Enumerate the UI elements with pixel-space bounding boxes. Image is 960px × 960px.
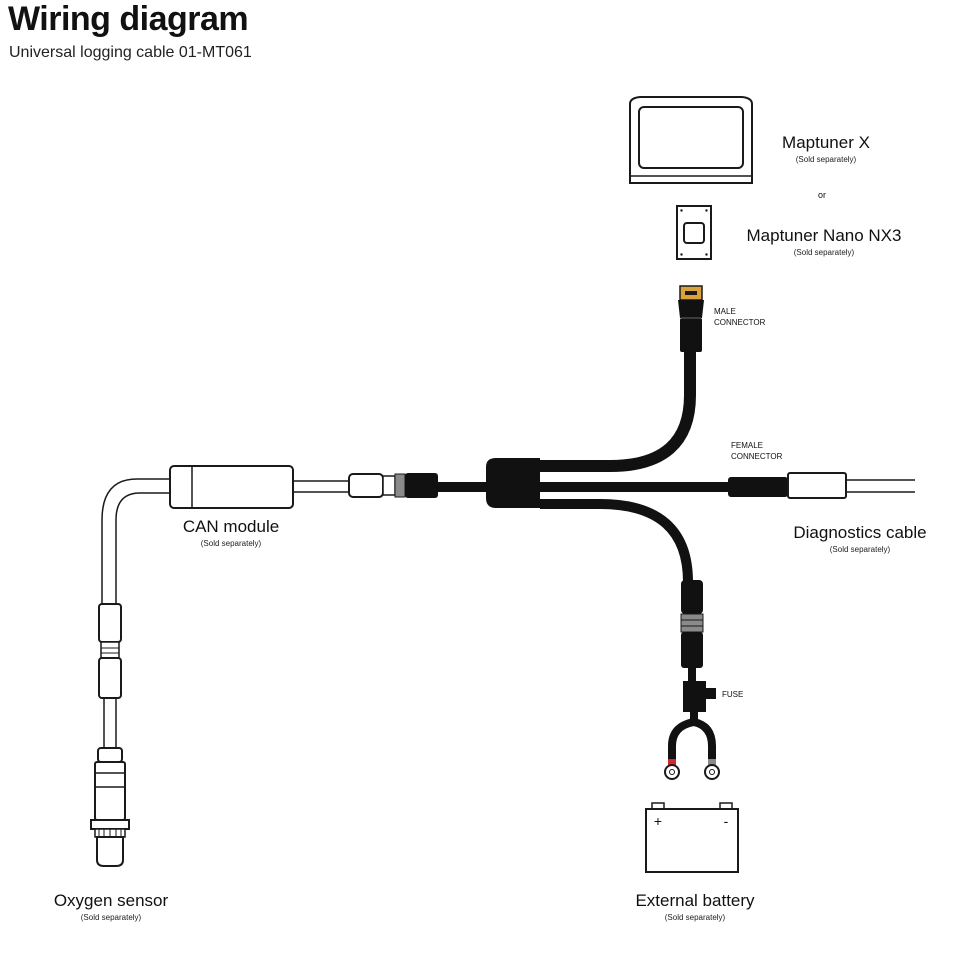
maptuner-nano-device — [676, 205, 712, 260]
can-module-note: (Sold separately) — [200, 539, 262, 548]
oxygen-sensor — [90, 603, 130, 867]
battery: + - — [645, 802, 739, 873]
can-cable-connector — [348, 473, 438, 498]
maptuner-x-device — [629, 96, 753, 184]
oxygen-sensor-note: (Sold separately) — [80, 913, 142, 922]
or-text: or — [818, 190, 827, 200]
male-connector-label-line1: MALE — [714, 307, 736, 316]
maptuner-x-name: Maptuner X — [782, 133, 870, 152]
male-connector-label: MALE CONNECTOR — [714, 306, 765, 328]
fuse-label: FUSE — [722, 690, 744, 699]
female-connector-label: FEMALE CONNECTOR — [731, 440, 782, 462]
external-battery-name: External battery — [635, 891, 755, 910]
page-subtitle: Universal logging cable 01-MT061 — [9, 44, 252, 61]
battery-minus-text: - — [724, 813, 729, 829]
can-module — [101, 465, 349, 604]
maptuner-nano-name: Maptuner Nano NX3 — [746, 226, 902, 245]
diagnostics-cable-note: (Sold separately) — [829, 545, 891, 554]
female-connector-label-line1: FEMALE — [731, 441, 764, 450]
page-title: Wiring diagram — [8, 0, 249, 38]
diagnostics-cable-label: Diagnostics cable (Sold separately) — [780, 523, 940, 554]
can-module-label: CAN module (Sold separately) — [170, 517, 292, 548]
oxygen-sensor-label: Oxygen sensor (Sold separately) — [40, 891, 182, 922]
diagnostics-cable-name: Diagnostics cable — [793, 523, 927, 542]
battery-plus-text: + — [654, 813, 662, 829]
male-connector-label-line2: CONNECTOR — [714, 318, 766, 327]
maptuner-x-label: Maptuner X (Sold separately) — [766, 133, 886, 164]
logging-cable — [398, 350, 730, 583]
power-lead — [664, 580, 720, 780]
oxygen-sensor-name: Oxygen sensor — [53, 891, 169, 910]
can-module-name: CAN module — [182, 517, 280, 536]
male-connector — [678, 285, 704, 352]
external-battery-note: (Sold separately) — [664, 913, 726, 922]
maptuner-nano-note: (Sold separately) — [793, 248, 855, 257]
maptuner-nano-label: Maptuner Nano NX3 (Sold separately) — [736, 226, 912, 257]
maptuner-x-note: (Sold separately) — [795, 155, 857, 164]
external-battery-label: External battery (Sold separately) — [622, 891, 768, 922]
female-connector — [728, 472, 915, 499]
female-connector-label-line2: CONNECTOR — [731, 452, 783, 461]
